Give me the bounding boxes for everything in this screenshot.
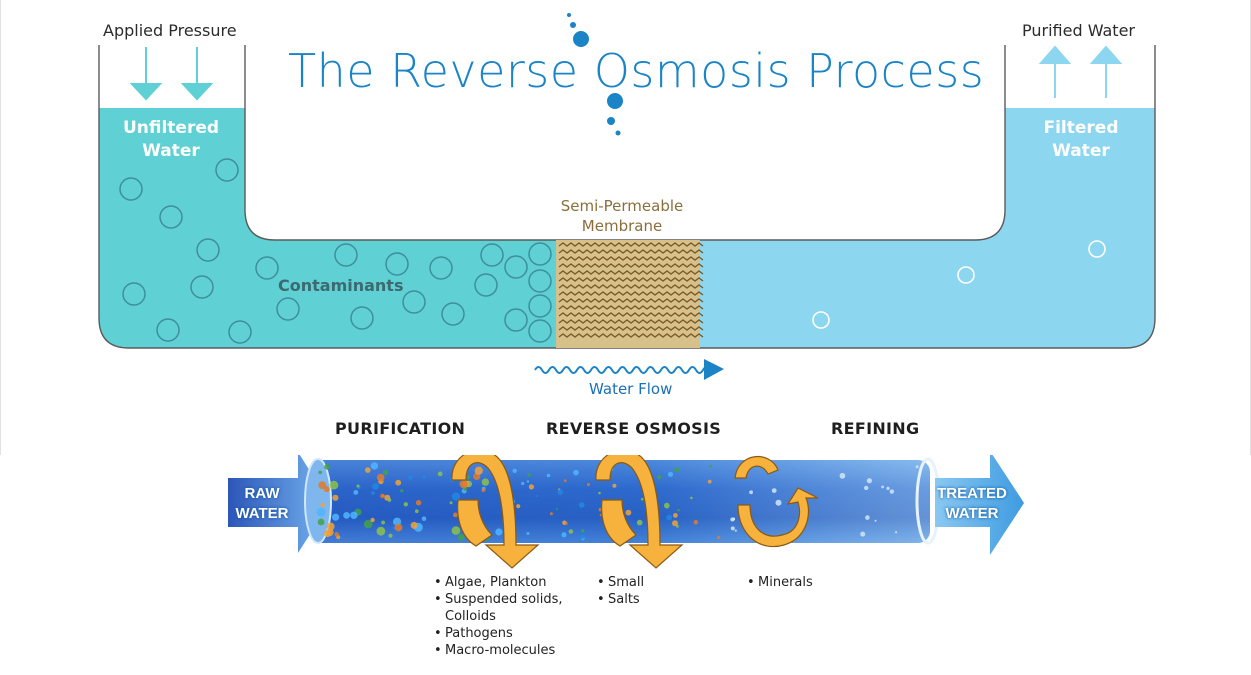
- raw-water-inlet-arrow: [228, 455, 330, 553]
- purification-removed-list: Algae, Plankton Suspended solids, Colloi…: [434, 574, 563, 659]
- semi-permeable-membrane: [556, 240, 704, 348]
- reverse-osmosis-removed-list: Small Salts: [597, 574, 644, 608]
- list-item: Small: [597, 574, 644, 591]
- membrane-label: Semi-Permeable Membrane: [560, 197, 684, 235]
- list-item: Algae, Plankton: [434, 574, 563, 591]
- stage-purification: PURIFICATION: [335, 419, 466, 438]
- list-item: Macro-molecules: [434, 642, 563, 659]
- purified-water-arrows: [1038, 45, 1123, 98]
- bubbles-icon: [567, 13, 623, 136]
- purification-rotate-arrow-icon: [451, 455, 540, 569]
- refining-rotate-arrow-icon: [734, 455, 819, 548]
- page-title: The Reverse Osmosis Process: [288, 44, 985, 98]
- stage-refining: REFINING: [831, 419, 920, 438]
- filtered-water-label: Filtered Water: [1043, 118, 1119, 161]
- water-molecules: [812, 240, 1106, 329]
- list-item: Pathogens: [434, 625, 563, 642]
- raw-water-label: RAW WATER: [235, 485, 289, 522]
- applied-pressure-label: Applied Pressure: [103, 21, 237, 40]
- reverse-osmosis-u-tank-diagram: [0, 0, 1251, 455]
- list-item: Suspended solids,: [434, 591, 563, 608]
- stage-reverse-osmosis: REVERSE OSMOSIS: [546, 419, 722, 438]
- list-item: Minerals: [747, 574, 813, 591]
- treated-water-label: TREATED WATER: [937, 485, 1007, 522]
- treated-water-outlet-arrow: [935, 455, 1024, 555]
- list-item: Colloids: [445, 609, 496, 624]
- water-flow-label: Water Flow: [589, 380, 673, 398]
- purified-water-label: Purified Water: [1022, 21, 1135, 40]
- applied-pressure-arrows: [129, 47, 214, 101]
- refining-removed-list: Minerals: [747, 574, 813, 591]
- reverse-osmosis-rotate-arrow-icon: [595, 455, 684, 569]
- contaminant-particles: [119, 158, 552, 344]
- list-item: Salts: [597, 591, 644, 608]
- unfiltered-water-label: Unfiltered Water: [122, 118, 220, 161]
- contaminants-label: Contaminants: [278, 276, 404, 295]
- treatment-pipe-diagram: [228, 455, 1024, 569]
- water-flow-arrow: [534, 359, 724, 380]
